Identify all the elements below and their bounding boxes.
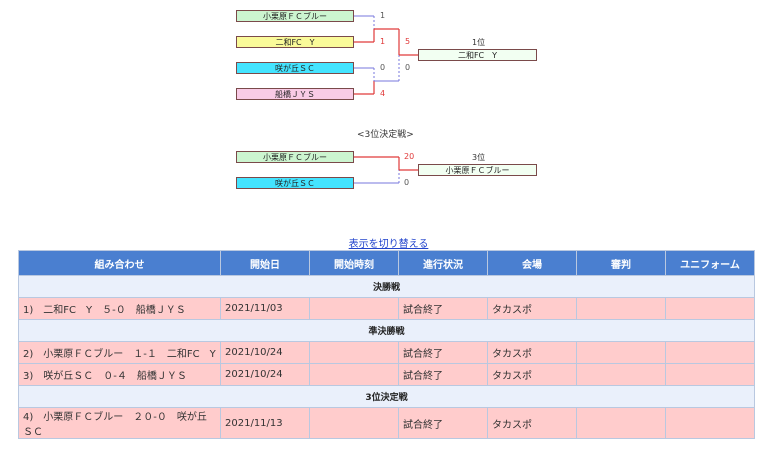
final-score: 5 [405, 37, 411, 46]
uniform-cell [665, 341, 755, 364]
col-header-date[interactable]: 開始日 [220, 250, 310, 276]
referee-cell [576, 341, 666, 364]
status-cell: 試合終了 [398, 407, 488, 439]
col-header-referee[interactable]: 審判 [576, 250, 666, 276]
section-title: 3位決定戦 [18, 385, 755, 408]
team-score: 1 [380, 11, 386, 20]
match-cell: 1) 二和FC Y ５-０ 船橋ＪＹＳ [18, 297, 221, 320]
table-row[interactable]: 1) 二和FC Y ５-０ 船橋ＪＹＳ 2021/11/03 試合終了 タカスポ [18, 297, 755, 320]
venue-cell: タカスポ [487, 297, 577, 320]
bracket-lines [354, 15, 418, 184]
champion-rank: 1位 [472, 38, 486, 47]
final-score: 0 [405, 63, 411, 72]
third-place-box[interactable]: 小栗原ＦＣブルー [418, 164, 537, 176]
match-cell: 2) 小栗原ＦＣブルー １-１ 二和FC Y [18, 341, 221, 364]
section-title: 準決勝戦 [18, 319, 755, 342]
team-box[interactable]: 咲が丘ＳＣ [236, 62, 354, 74]
match-cell: 3) 咲が丘ＳＣ ０-４ 船橋ＪＹＳ [18, 363, 221, 386]
team-score: 4 [380, 89, 386, 98]
table-row[interactable]: 2) 小栗原ＦＣブルー １-１ 二和FC Y 2021/10/24 試合終了 タ… [18, 341, 755, 364]
team-box[interactable]: 二和FC Y [236, 36, 354, 48]
match-cell: 4) 小栗原ＦＣブルー ２０-０ 咲が丘ＳＣ [18, 407, 221, 439]
col-header-status[interactable]: 進行状況 [398, 250, 488, 276]
date-cell: 2021/10/24 [220, 363, 310, 386]
team-box[interactable]: 船橋ＪＹＳ [236, 88, 354, 100]
team-box[interactable]: 小栗原ＦＣブルー [236, 151, 354, 163]
team-box[interactable]: 咲が丘ＳＣ [236, 177, 354, 189]
table-row[interactable]: 4) 小栗原ＦＣブルー ２０-０ 咲が丘ＳＣ 2021/11/13 試合終了 タ… [18, 407, 755, 439]
col-header-venue[interactable]: 会場 [487, 250, 577, 276]
team-score: 20 [404, 152, 415, 161]
team-score: 0 [380, 63, 386, 72]
uniform-cell [665, 363, 755, 386]
date-cell: 2021/10/24 [220, 341, 310, 364]
status-cell: 試合終了 [398, 341, 488, 364]
section-title: 決勝戦 [18, 275, 755, 298]
referee-cell [576, 407, 666, 439]
status-cell: 試合終了 [398, 363, 488, 386]
team-score: 1 [380, 37, 386, 46]
date-cell: 2021/11/03 [220, 297, 310, 320]
time-cell [309, 341, 399, 364]
venue-cell: タカスポ [487, 407, 577, 439]
venue-cell: タカスポ [487, 341, 577, 364]
uniform-cell [665, 407, 755, 439]
team-score: 0 [404, 178, 410, 187]
section-row: 3位決定戦 [18, 385, 755, 408]
table-header-row: 組み合わせ 開始日 開始時刻 進行状況 会場 審判 ユニフォーム [18, 250, 755, 276]
venue-cell: タカスポ [487, 363, 577, 386]
referee-cell [576, 363, 666, 386]
time-cell [309, 297, 399, 320]
time-cell [309, 407, 399, 439]
col-header-match[interactable]: 組み合わせ [18, 250, 221, 276]
toggle-view-link[interactable]: 表示を切り替える [348, 239, 429, 250]
section-row: 準決勝戦 [18, 319, 755, 342]
referee-cell [576, 297, 666, 320]
col-header-time[interactable]: 開始時刻 [309, 250, 399, 276]
team-box[interactable]: 小栗原ＦＣブルー [236, 10, 354, 22]
uniform-cell [665, 297, 755, 320]
time-cell [309, 363, 399, 386]
match-table: 組み合わせ 開始日 開始時刻 進行状況 会場 審判 ユニフォーム 決勝戦 1) … [18, 250, 755, 439]
status-cell: 試合終了 [398, 297, 488, 320]
date-cell: 2021/11/13 [220, 407, 310, 439]
table-row[interactable]: 3) 咲が丘ＳＣ ０-４ 船橋ＪＹＳ 2021/10/24 試合終了 タカスポ [18, 363, 755, 386]
col-header-uniform[interactable]: ユニフォーム [665, 250, 755, 276]
champion-box[interactable]: 二和FC Y [418, 49, 537, 61]
third-place-rank: 3位 [472, 153, 486, 162]
third-place-title: <3位決定戦> [357, 130, 414, 140]
section-row: 決勝戦 [18, 275, 755, 298]
tournament-bracket: 小栗原ＦＣブルー 二和FC Y 咲が丘ＳＣ 船橋ＪＹＳ 1 1 0 4 5 0 … [236, 10, 537, 189]
